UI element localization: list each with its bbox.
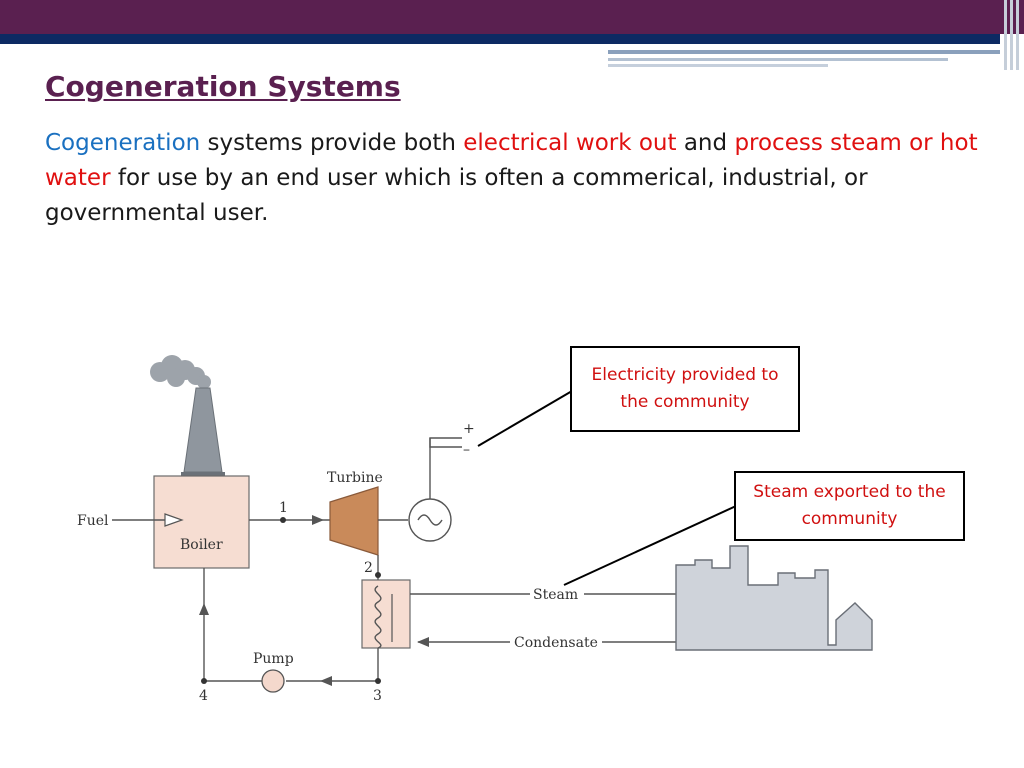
plus-terminal: + <box>463 421 475 437</box>
state-label-2: 2 <box>364 560 373 576</box>
flow-arrow <box>199 603 209 615</box>
chimney-cap <box>181 472 225 476</box>
smoke <box>150 355 211 389</box>
flow-arrow <box>320 676 332 686</box>
callout-pointer <box>477 390 573 447</box>
body-paragraph: Cogeneration systems provide both electr… <box>45 126 1005 231</box>
state-point <box>201 678 207 684</box>
minus-terminal: – <box>463 442 470 458</box>
state-label-4: 4 <box>199 688 208 704</box>
slide-title: Cogeneration Systems <box>45 70 401 103</box>
state-label-3: 3 <box>373 688 382 704</box>
generator-lead <box>429 438 462 448</box>
corner-stripe <box>1016 0 1019 70</box>
state-point <box>280 517 286 523</box>
term-process-steam: process steam or hot water <box>45 130 978 191</box>
term-cogeneration: Cogeneration <box>45 130 201 156</box>
fuel-label: Fuel <box>77 513 109 529</box>
state-point <box>375 572 381 578</box>
term-electrical-work: electrical work out <box>463 130 677 156</box>
flow-arrow <box>417 637 429 647</box>
chimney <box>183 387 223 473</box>
callout-steam: Steam exported to the community <box>734 471 965 541</box>
callout-electricity: Electricity provided to the community <box>570 346 800 432</box>
pump <box>261 669 285 693</box>
condensate-label: Condensate <box>514 635 598 651</box>
flow-arrow <box>312 515 324 525</box>
body-text: for use by an end user which is often a … <box>45 165 868 226</box>
body-text: and <box>676 130 735 156</box>
body-text: systems provide both <box>200 130 464 156</box>
turbine-label: Turbine <box>327 470 383 486</box>
state-point <box>375 678 381 684</box>
pump-label: Pump <box>253 651 294 667</box>
corner-stripe <box>1004 0 1007 70</box>
heat-exchanger <box>361 579 411 649</box>
header-stripe <box>608 50 1000 54</box>
fuel-arrow <box>164 513 184 527</box>
callout-pointer <box>563 505 737 586</box>
boiler-label: Boiler <box>180 537 223 553</box>
header-stripe <box>608 58 948 61</box>
corner-stripe <box>1010 0 1013 70</box>
state-label-1: 1 <box>279 500 288 516</box>
ac-wave-icon <box>417 514 443 526</box>
turbine <box>329 486 379 556</box>
header-accent-bar <box>0 34 1000 44</box>
header-stripe <box>608 64 828 67</box>
steam-label: Steam <box>533 587 578 603</box>
heating-coil <box>374 585 382 649</box>
header-bar <box>0 0 1024 34</box>
community-buildings <box>675 545 873 651</box>
